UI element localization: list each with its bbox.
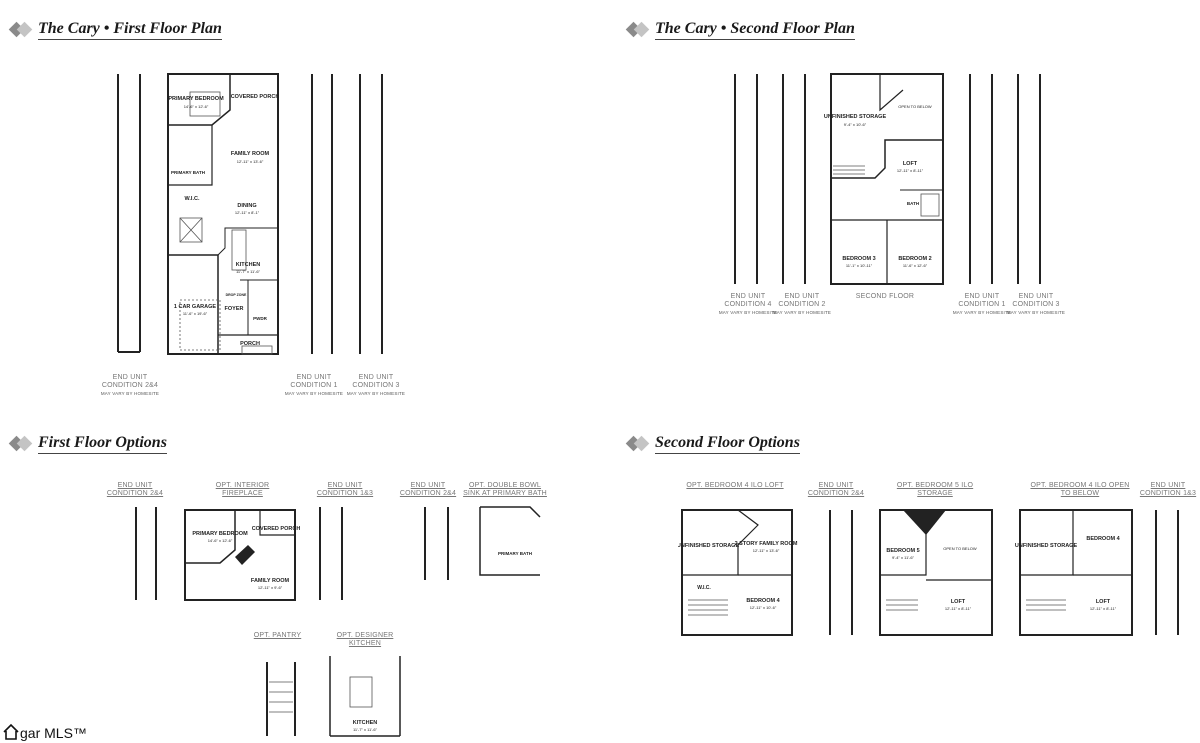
caption-subnote: MAY VARY BY HOMESITE bbox=[100, 391, 160, 396]
opt2b-room-bedroom4: BEDROOM 4 bbox=[1086, 536, 1120, 542]
first-floor-plan-header: The Cary • First Floor Plan bbox=[8, 20, 222, 40]
caption-subnote: MAY VARY BY HOMESITE bbox=[718, 310, 778, 315]
room-dim-bedroom-3: 11'-1" x 10'-11" bbox=[846, 263, 873, 268]
second-floor-options-title: Second Floor Options bbox=[655, 434, 800, 454]
room-label-kitchen: KITCHEN bbox=[236, 262, 260, 268]
room-dim-garage: 11'-6" x 19'-6" bbox=[183, 311, 208, 316]
room-label-covered-porch: COVERED PORCH bbox=[231, 94, 280, 100]
room-dim-unfinished-storage: 9'-4" x 10'-6" bbox=[844, 122, 867, 127]
room-label-open-to-below: OPEN TO BELOW bbox=[898, 104, 932, 109]
caption-opt-designer-kitchen: OPT. DESIGNER KITCHEN bbox=[336, 632, 394, 647]
first-floor-options-header: First Floor Options bbox=[8, 434, 167, 454]
room-label-bath: BATH bbox=[907, 201, 919, 206]
room-dim-family-room: 12'-11" x 13'-6" bbox=[237, 159, 264, 164]
opt2b-room-loft: LOFT bbox=[1096, 599, 1111, 605]
caption-opt-bedroom4-ilo-loft: OPT. BEDROOM 4 ILO LOFT bbox=[686, 482, 784, 489]
caption-opt-end-unit-2-4: END UNIT CONDITION 2&4 bbox=[807, 482, 865, 497]
opt2b-room-loft-dim: 12'-11" x 8'-11" bbox=[1090, 606, 1117, 611]
room-label-loft: LOFT bbox=[903, 161, 918, 167]
opt2-room-bedroom4: BEDROOM 4 bbox=[746, 598, 780, 604]
diamond-bullet-icon bbox=[8, 435, 34, 453]
room-dim-kitchen: 11'-7" x 11'-6" bbox=[236, 269, 261, 274]
opt-room-primary-bedroom: PRIMARY BEDROOM bbox=[192, 531, 248, 537]
opt-room-primary-bedroom-dim: 14'-6" x 12'-6" bbox=[208, 538, 233, 543]
room-label-family-room: FAMILY ROOM bbox=[231, 151, 270, 157]
opt-room-kitchen: KITCHEN bbox=[353, 720, 377, 726]
caption-subnote: MAY VARY BY HOMESITE bbox=[1006, 310, 1066, 315]
room-label-unfinished-storage: UNFINISHED STORAGE bbox=[824, 114, 887, 120]
opt-room-primary-bath: PRIMARY BATH bbox=[498, 551, 532, 556]
room-label-pwdr: PWDR bbox=[253, 316, 267, 321]
opt2-room-bedroom4-dim: 12'-11" x 10'-6" bbox=[750, 605, 777, 610]
second-floor-options-header: Second Floor Options bbox=[625, 434, 800, 454]
caption-opt-end-unit-2-4: END UNIT CONDITION 2&4 bbox=[106, 482, 164, 497]
caption-second-floor: SECOND FLOOR bbox=[855, 293, 915, 300]
caption-subnote: MAY VARY BY HOMESITE bbox=[284, 391, 344, 396]
first-floor-plan-drawing: PRIMARY BEDROOM 14'-6" x 12'-6" COVERED … bbox=[117, 73, 383, 355]
second-floor-plan-header: The Cary • Second Floor Plan bbox=[625, 20, 855, 40]
opt-room-family-room: FAMILY ROOM bbox=[251, 578, 290, 584]
opt2-room-unfinished-storage: UNFINISHED STORAGE bbox=[678, 543, 739, 549]
caption-opt-bedroom4-ilo-open: OPT. BEDROOM 4 ILO OPEN TO BELOW bbox=[1030, 482, 1130, 497]
mls-logo: gar MLS™ bbox=[2, 723, 87, 741]
caption-opt-pantry: OPT. PANTRY bbox=[253, 632, 302, 639]
room-label-dining: DINING bbox=[237, 203, 256, 209]
logo-text: gar MLS™ bbox=[20, 725, 87, 741]
caption-subnote: MAY VARY BY HOMESITE bbox=[346, 391, 406, 396]
opt2-room-wic: W.I.C. bbox=[697, 585, 711, 591]
room-dim-primary-bedroom: 14'-6" x 12'-6" bbox=[184, 104, 209, 109]
caption-opt-bedroom5-ilo-storage: OPT. BEDROOM 5 ILO STORAGE bbox=[896, 482, 974, 497]
first-floor-plan-title: The Cary • First Floor Plan bbox=[38, 20, 222, 40]
opt-room-family-room-dim: 12'-11" x 9'-6" bbox=[258, 585, 283, 590]
room-label-bedroom-3: BEDROOM 3 bbox=[842, 256, 875, 262]
room-label-drop-zone: DROP ZONE bbox=[226, 293, 247, 297]
diamond-bullet-icon bbox=[8, 21, 34, 39]
caption-opt-double-bowl-sink: OPT. DOUBLE BOWL SINK AT PRIMARY BATH bbox=[463, 482, 547, 497]
room-dim-bedroom-2: 11'-6" x 12'-6" bbox=[903, 263, 928, 268]
second-floor-plan-drawing: UNFINISHED STORAGE 9'-4" x 10'-6" OPEN T… bbox=[734, 73, 1041, 285]
room-label-bedroom-2: BEDROOM 2 bbox=[898, 256, 931, 262]
caption-subnote: MAY VARY BY HOMESITE bbox=[952, 310, 1012, 315]
room-label-primary-bath: PRIMARY BATH bbox=[171, 170, 205, 175]
opt2b-room-unfinished-storage: UNFINISHED STORAGE bbox=[1015, 543, 1078, 549]
opt-room-kitchen-dim: 11'-7" x 11'-6" bbox=[353, 727, 378, 732]
opt2-room-loft-dim: 12'-11" x 8'-11" bbox=[945, 606, 972, 611]
caption-opt-end-unit-2-4b: END UNIT CONDITION 2&4 bbox=[399, 482, 457, 497]
room-label-primary-bedroom: PRIMARY BEDROOM bbox=[168, 96, 224, 102]
room-label-porch: PORCH bbox=[240, 341, 260, 347]
caption-opt-end-unit-1-3: END UNIT CONDITION 1&3 bbox=[1139, 482, 1197, 497]
room-dim-dining: 12'-11" x 8'-1" bbox=[235, 210, 260, 215]
opt2-room-two-story-family: 2 STORY FAMILY ROOM bbox=[735, 541, 798, 547]
opt2-room-loft: LOFT bbox=[951, 599, 966, 605]
opt2-room-open-to-below: OPEN TO BELOW bbox=[943, 546, 977, 551]
room-label-garage: 1 CAR GARAGE bbox=[174, 304, 217, 310]
first-floor-options-drawing: PRIMARY BEDROOM 14'-6" x 12'-6" COVERED … bbox=[135, 506, 541, 601]
diamond-bullet-icon bbox=[625, 21, 651, 39]
diamond-bullet-icon bbox=[625, 435, 651, 453]
second-floor-plan-title: The Cary • Second Floor Plan bbox=[655, 20, 855, 40]
opt-room-covered-porch: COVERED PORCH bbox=[252, 526, 301, 532]
room-dim-loft: 12'-11" x 8'-11" bbox=[897, 168, 924, 173]
room-label-foyer: FOYER bbox=[225, 306, 244, 312]
second-floor-options-drawing: UNFINISHED STORAGE 2 STORY FAMILY ROOM 1… bbox=[678, 509, 1179, 636]
opt2-room-two-story-family-dim: 12'-11" x 13'-6" bbox=[753, 548, 780, 553]
caption-opt-end-unit-1-3: END UNIT CONDITION 1&3 bbox=[316, 482, 374, 497]
house-icon bbox=[3, 723, 19, 740]
room-label-wic: W.I.C. bbox=[185, 196, 200, 202]
first-floor-options-title: First Floor Options bbox=[38, 434, 167, 454]
opt2-room-bedroom5-dim: 9'-4" x 11'-6" bbox=[892, 555, 915, 560]
caption-subnote: MAY VARY BY HOMESITE bbox=[772, 310, 832, 315]
caption-opt-interior-fireplace: OPT. INTERIOR FIREPLACE bbox=[215, 482, 270, 497]
opt2-room-bedroom5: BEDROOM 5 bbox=[886, 548, 919, 554]
first-floor-options-lower-drawing: KITCHEN 11'-7" x 11'-6" bbox=[266, 656, 401, 737]
